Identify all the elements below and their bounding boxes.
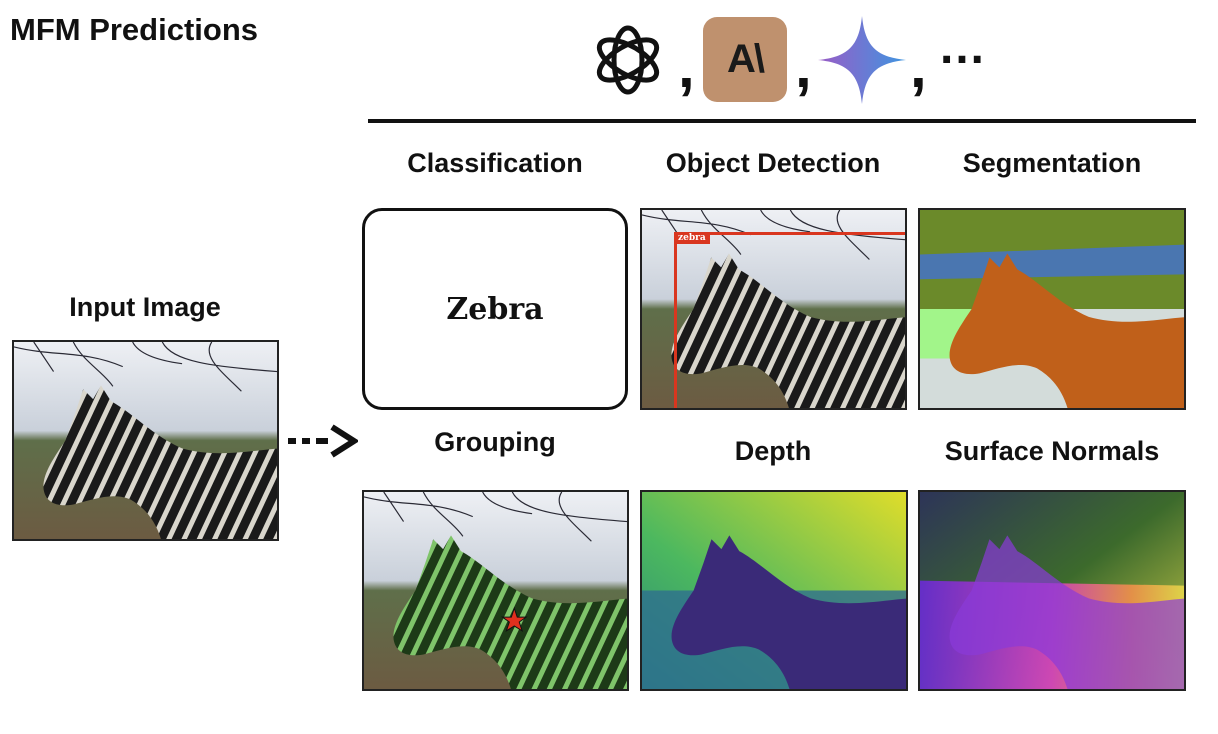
depth-image [640,490,908,691]
object-detection-image: zebra [640,208,907,410]
separator-comma: , [910,33,927,100]
star-icon [500,606,528,633]
separator-comma: , [678,33,695,100]
depth-header: Depth [734,436,812,466]
divider-line [368,119,1196,123]
gemini-icon [818,16,906,104]
object-detection-header: Object Detection [665,148,881,178]
detection-label: zebra [674,232,710,244]
input-image-header: Input Image [69,292,221,322]
classification-header: Classification [407,148,583,178]
anthropic-logo-text: A\ [727,37,765,81]
anthropic-icon: A\ [703,17,787,102]
arrow-icon [286,424,360,458]
classification-label: Zebra [446,291,544,327]
segmentation-image [918,208,1186,410]
surface-normals-header: Surface Normals [944,436,1160,466]
detection-bounding-box [674,232,905,408]
surface-normals-image [918,490,1186,691]
segmentation-header: Segmentation [962,148,1142,178]
ellipsis: … [938,21,986,74]
openai-icon [588,20,668,100]
separator-comma: , [795,33,812,100]
grouping-header: Grouping [434,427,556,457]
classification-result-box: Zebra [362,208,628,410]
input-image [12,340,279,541]
grouping-image [362,490,629,691]
figure-title: MFM Predictions [10,12,259,47]
